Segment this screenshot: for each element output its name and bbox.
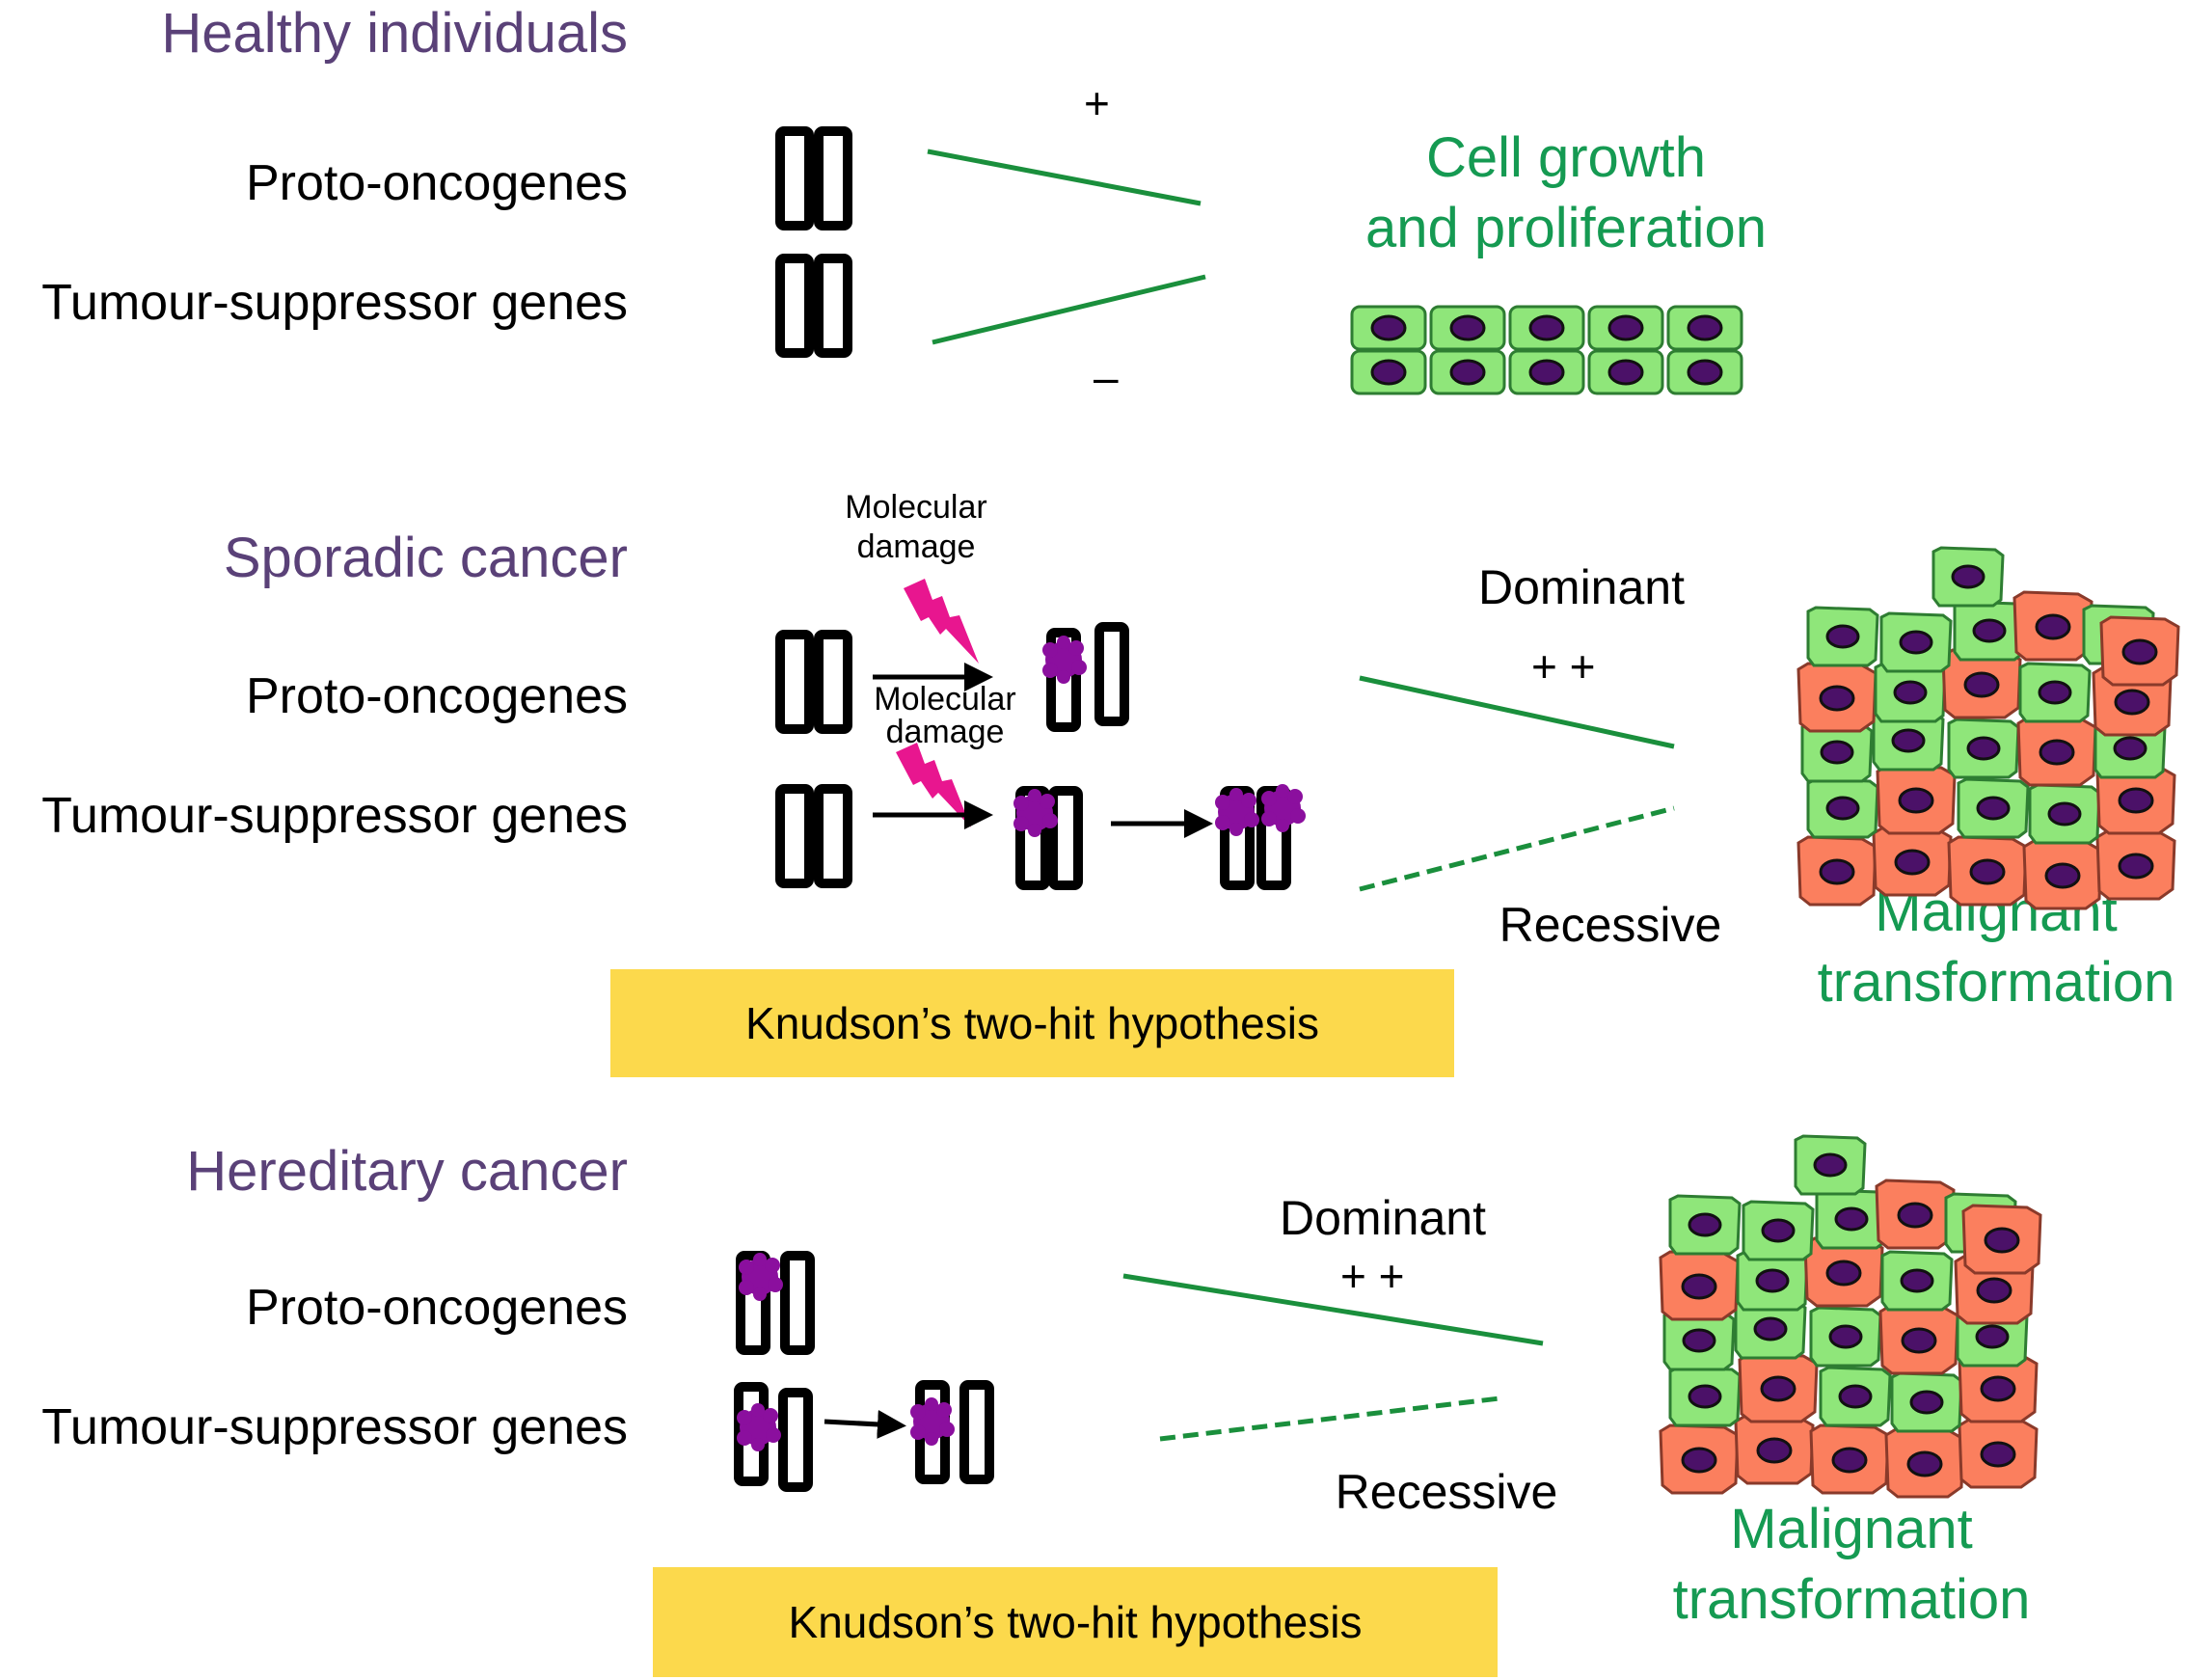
- knudson-label: Knudson’s two-hit hypothesis: [745, 998, 1319, 1048]
- outcome-line-2: and proliferation: [1365, 196, 1767, 259]
- normal-cell: [1587, 305, 1664, 351]
- damage-label-line: damage: [885, 714, 1005, 750]
- healthy-tumour-label: Tumour-suppressor genes: [41, 275, 628, 331]
- outcome-line-1: Cell growth: [1425, 126, 1707, 189]
- chromosome-pair-hereditary-proto: [736, 1251, 815, 1355]
- chromosome-pair-healthy-proto: [780, 131, 848, 226]
- knudson-box-hereditary: Knudson’s two-hit hypothesis: [653, 1567, 1498, 1677]
- hereditary-outcome: Malignant transformation: [1610, 1495, 2093, 1635]
- hereditary-tumour-label: Tumour-suppressor genes: [41, 1399, 628, 1455]
- normal-cell: [1429, 349, 1506, 395]
- outcome-line-2: transformation: [1672, 1567, 2031, 1631]
- healthy-inhibiting-line: [932, 274, 1206, 345]
- hereditary-title: Hereditary cancer: [186, 1140, 628, 1203]
- hereditary-recessive-line: [1159, 1395, 1500, 1442]
- normal-cell: [1350, 305, 1427, 351]
- healthy-activating-line: [927, 149, 1202, 206]
- normal-cell-strip: [1350, 305, 1743, 395]
- hereditary-recessive-label: Recessive: [1335, 1465, 1558, 1519]
- mutation-blob: [1261, 784, 1306, 832]
- normal-cell: [1508, 349, 1585, 395]
- sporadic-tumour-label: Tumour-suppressor genes: [41, 788, 628, 844]
- outcome-line-1: Malignant: [1730, 1498, 1973, 1560]
- chromosome-pair-healthy-tumour: [780, 258, 848, 353]
- normal-cell: [1429, 305, 1506, 351]
- chromosome-pair-sporadic-tumour-one-hit: [1013, 786, 1083, 890]
- chromosome-pair-sporadic-tumour-two-hit: [1215, 784, 1306, 890]
- healthy-outcome: Cell growth and proliferation: [1325, 123, 1807, 263]
- sporadic-title: Sporadic cancer: [223, 527, 628, 589]
- chromosome-pair-sporadic-proto-mutated: [1042, 622, 1129, 732]
- molecular-damage-label-2: Molecular damage: [849, 683, 1041, 748]
- sporadic-dominant-signs: + +: [1531, 641, 1596, 691]
- knudson-box-sporadic: Knudson’s two-hit hypothesis: [610, 969, 1454, 1077]
- sporadic-dominant-line: [1359, 675, 1675, 749]
- chromosome-pair-hereditary-tumour-two-hit: [910, 1380, 994, 1484]
- malignant-tissue-hereditary: [1661, 1136, 2040, 1497]
- sporadic-dominant-label: Dominant: [1478, 560, 1685, 614]
- mutation-blob: [737, 1403, 781, 1451]
- healthy-title: Healthy individuals: [161, 2, 628, 65]
- arrow-icon: [824, 1409, 906, 1439]
- chromosome-pair-sporadic-proto: [780, 635, 848, 729]
- healthy-minus-sign: –: [1094, 352, 1119, 402]
- chromosome-pair-hereditary-tumour: [734, 1382, 813, 1492]
- normal-cell: [1666, 305, 1743, 351]
- healthy-proto-label: Proto-oncogenes: [245, 155, 628, 211]
- sporadic-recessive-label: Recessive: [1499, 898, 1722, 952]
- damage-label-line: damage: [856, 528, 976, 565]
- chromosome-pair-sporadic-tumour: [780, 789, 848, 883]
- normal-cell: [1666, 349, 1743, 395]
- lightning-icon: [904, 579, 979, 664]
- normal-cell: [1587, 349, 1664, 395]
- healthy-plus-sign: +: [1084, 78, 1110, 128]
- malignant-tissue-sporadic: [1798, 548, 2178, 908]
- hereditary-dominant-line: [1122, 1273, 1544, 1346]
- sporadic-proto-label: Proto-oncogenes: [245, 668, 628, 724]
- knudson-label: Knudson’s two-hit hypothesis: [788, 1597, 1363, 1647]
- sporadic-recessive-line: [1359, 805, 1675, 892]
- mutation-blob: [739, 1253, 783, 1301]
- molecular-damage-label-1: Molecular damage: [820, 488, 1013, 567]
- hereditary-dominant-label: Dominant: [1280, 1191, 1486, 1245]
- normal-cell: [1508, 305, 1585, 351]
- normal-cell: [1350, 349, 1427, 395]
- hereditary-dominant-signs: + +: [1340, 1251, 1405, 1301]
- damage-label-line: Molecular: [845, 489, 987, 526]
- hereditary-proto-label: Proto-oncogenes: [245, 1280, 628, 1336]
- outcome-line-2: transformation: [1817, 950, 2175, 1014]
